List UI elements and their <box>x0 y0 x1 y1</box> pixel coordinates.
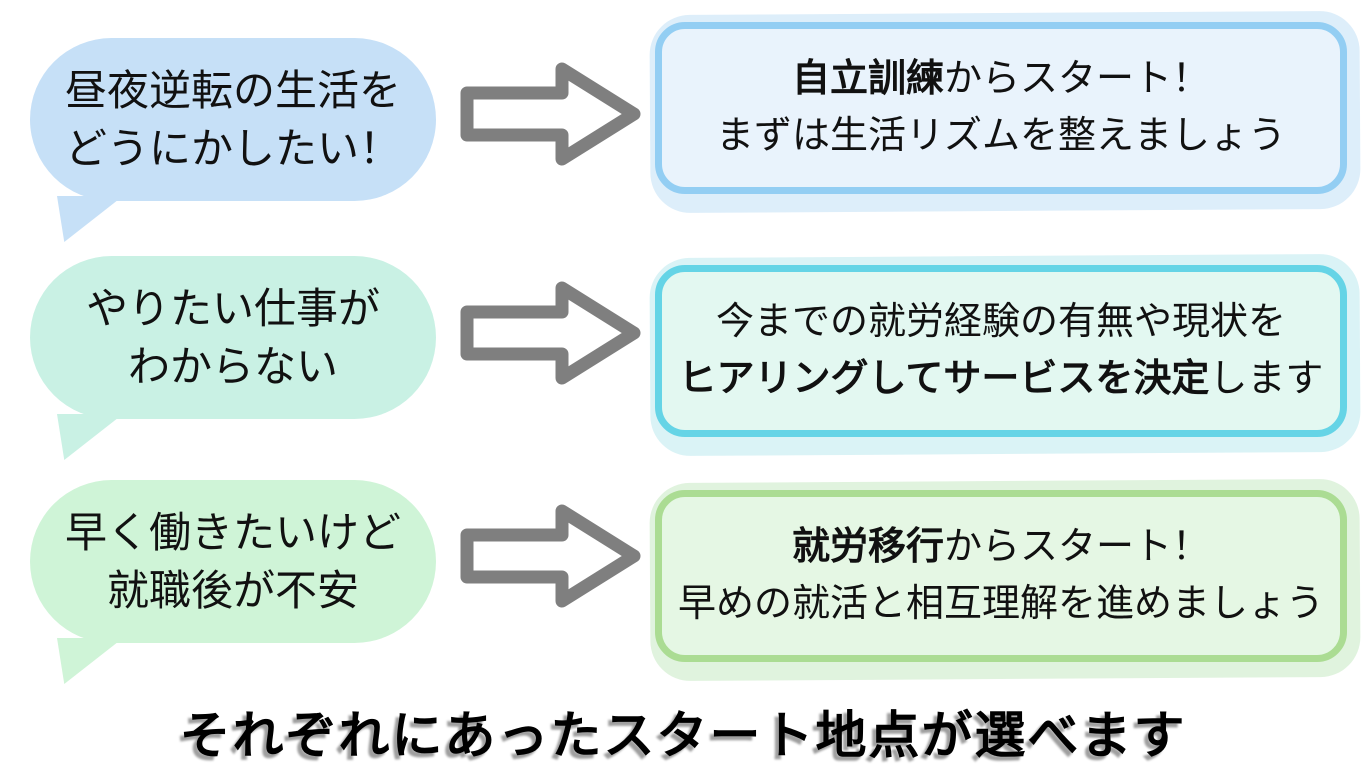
bubble-unknown-job: やりたい仕事が わからない <box>30 256 436 460</box>
bubble-daynight-lifestyle: 昼夜逆転の生活を どうにかしたい！ <box>30 38 436 242</box>
text-segment-bold: ヒアリングしてサービスを決定 <box>678 358 1210 400</box>
result-text-line: 就労移行からスタート！ <box>792 519 1210 576</box>
result-text-line: 自立訓練からスタート！ <box>792 51 1210 108</box>
bubble-text-line: 昼夜逆転の生活を <box>64 66 401 114</box>
result-box-jiritsu-kunren: 自立訓練からスタート！ まずは生活リズムを整えましょう <box>649 10 1361 214</box>
right-arrow-icon <box>458 277 643 389</box>
bubble-text-line: 早く働きたいけど <box>64 508 401 556</box>
text-segment: します <box>1209 358 1324 400</box>
result-box-body: 自立訓練からスタート！ まずは生活リズムを整えましょう <box>655 22 1347 194</box>
result-text-line: まずは生活リズムを整えましょう <box>716 108 1286 165</box>
right-arrow-icon <box>458 500 643 612</box>
right-arrow-icon <box>458 58 643 170</box>
footer-headline: それぞれにあったスタート地点が選べます <box>179 707 1187 764</box>
text-segment: 今までの就労経験の有無や現状を <box>715 301 1286 343</box>
text-segment: からスタート！ <box>944 58 1211 100</box>
result-box-body: 今までの就労経験の有無や現状を ヒアリングしてサービスを決定します <box>655 265 1347 437</box>
bubble-text-line: どうにかしたい！ <box>64 124 401 172</box>
speech-bubble-tail <box>57 414 123 460</box>
text-segment: 早めの就活と相互理解を進めましょう <box>677 583 1324 625</box>
result-text-line: 早めの就活と相互理解を進めましょう <box>678 576 1324 633</box>
text-segment: まずは生活リズムを整えましょう <box>715 115 1286 157</box>
result-box-body: 就労移行からスタート！ 早めの就活と相互理解を進めましょう <box>655 490 1347 662</box>
bubble-text-line: 就職後が不安 <box>106 566 359 614</box>
result-text-line: ヒアリングしてサービスを決定します <box>679 351 1324 408</box>
result-text-line: 今までの就労経験の有無や現状を <box>716 294 1286 351</box>
text-segment-bold: 就労移行 <box>791 526 944 568</box>
speech-bubble-tail <box>57 196 123 242</box>
text-segment: からスタート！ <box>944 526 1211 568</box>
result-box-shuro-iko: 就労移行からスタート！ 早めの就活と相互理解を進めましょう <box>649 478 1361 682</box>
bubble-anxious-after-hiring: 早く働きたいけど 就職後が不安 <box>30 480 436 684</box>
result-box-hearing: 今までの就労経験の有無や現状を ヒアリングしてサービスを決定します <box>649 253 1361 457</box>
bubble-text-line: わからない <box>127 342 338 390</box>
speech-bubble-tail <box>57 638 123 684</box>
bubble-text-line: やりたい仕事が <box>85 284 380 332</box>
text-segment-bold: 自立訓練 <box>791 58 944 100</box>
